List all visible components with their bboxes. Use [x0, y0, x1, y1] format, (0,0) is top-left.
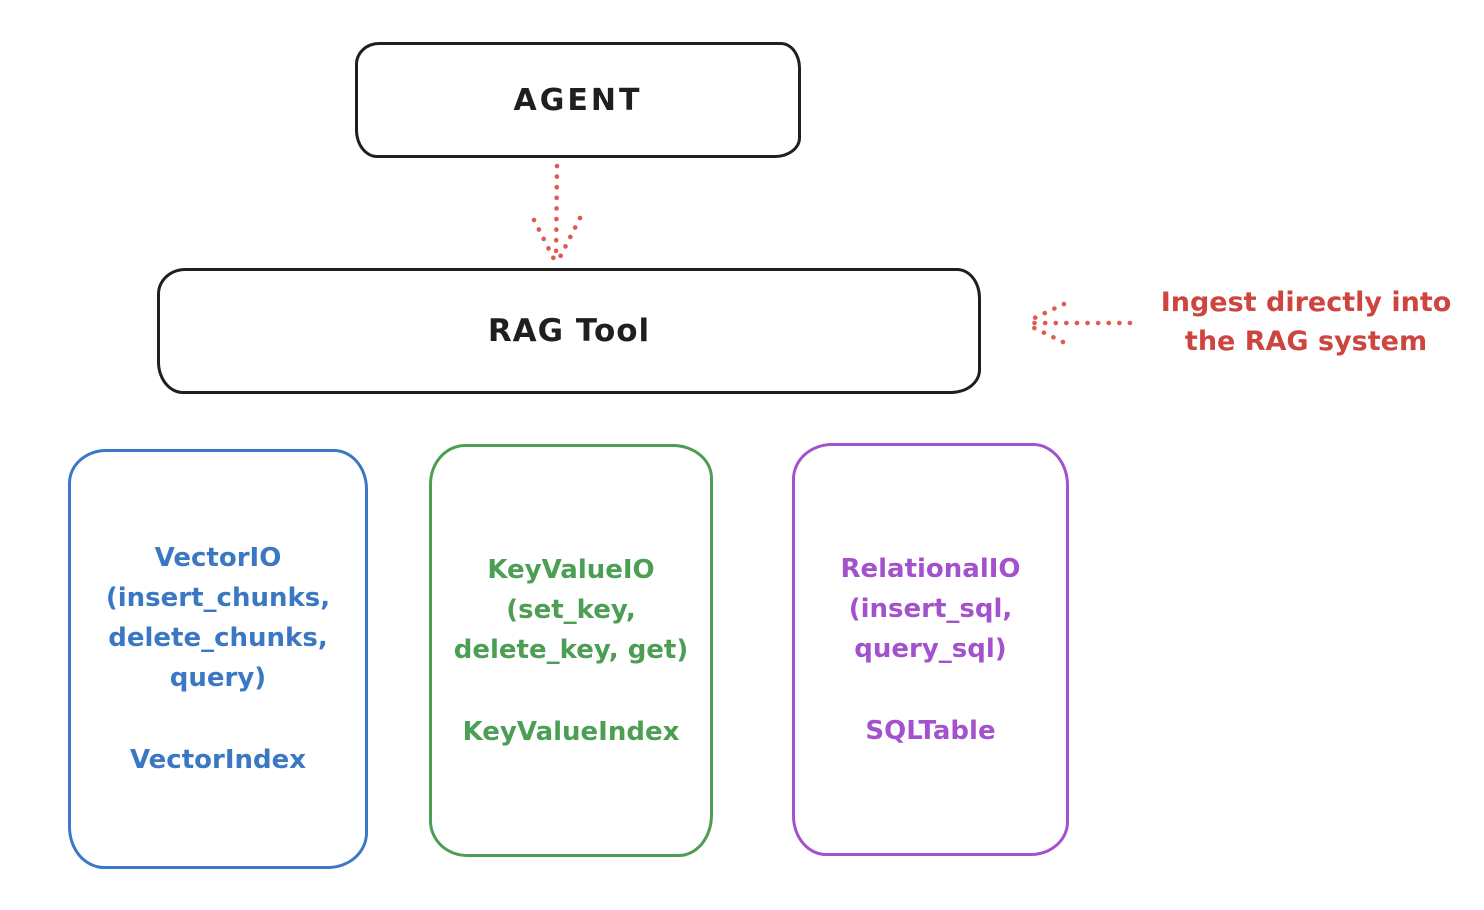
arrow-wing-upper — [1023, 301, 1067, 325]
vector-io-footer: VectorIndex — [129, 745, 307, 775]
annotation-line-1: Ingest directly into — [1160, 287, 1452, 318]
relational-io-title: RelationalIO — [840, 553, 1021, 584]
relational-io-methods-1: (insert_sql, — [848, 593, 1013, 624]
card-vector-io: VectorIO (insert_chunks, delete_chunks, … — [68, 449, 368, 869]
agent-to-rag-arrow-icon — [531, 163, 583, 264]
key-value-io-footer: KeyValueIndex — [462, 716, 680, 747]
node-agent: AGENT — [355, 42, 801, 158]
node-rag-tool: RAG Tool — [157, 268, 981, 394]
vector-io-title: VectorIO — [154, 543, 282, 573]
key-value-io-title: KeyValueIO — [487, 554, 655, 585]
ingest-arrow-icon — [1023, 301, 1133, 345]
card-relational-io: RelationalIO (insert_sql, query_sql) SQL… — [792, 443, 1069, 856]
ingest-annotation: Ingest directly into the RAG system — [1136, 283, 1476, 361]
vector-io-methods-2: delete_chunks, — [108, 623, 328, 653]
key-value-io-methods-1: (set_key, — [506, 594, 636, 625]
annotation-line-2: the RAG system — [1184, 326, 1428, 357]
key-value-io-methods-2: delete_key, get) — [453, 634, 689, 665]
vector-io-methods-1: (insert_chunks, — [105, 583, 331, 613]
vector-io-methods-3: query) — [169, 663, 267, 693]
arrow-wing-left — [531, 217, 558, 264]
relational-io-methods-2: query_sql) — [854, 633, 1007, 664]
agent-label: AGENT — [513, 82, 643, 118]
arrow-shaft — [553, 163, 560, 264]
card-key-value-io: KeyValueIO (set_key, delete_key, get) Ke… — [429, 444, 713, 857]
arrow-wing-lower — [1023, 321, 1066, 345]
rag-tool-label: RAG Tool — [487, 313, 651, 349]
arrow-wing-right — [555, 215, 583, 264]
relational-io-footer: SQLTable — [865, 715, 996, 746]
